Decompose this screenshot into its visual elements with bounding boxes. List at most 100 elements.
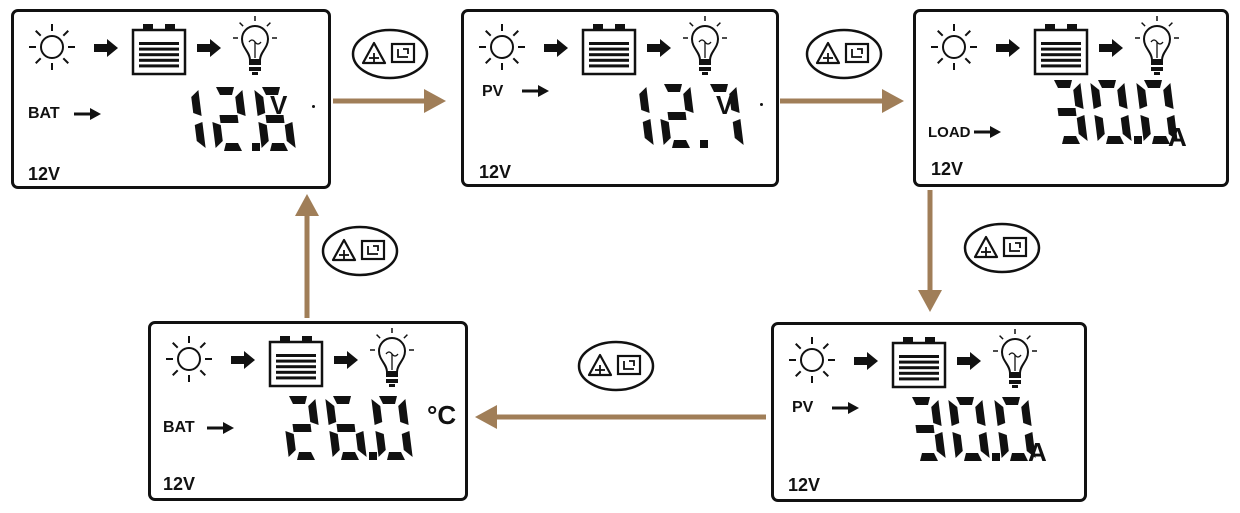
arrow-right-icon	[974, 126, 1001, 138]
light-bulb-icon	[1135, 16, 1179, 75]
page-button[interactable]	[962, 221, 1042, 280]
arrow-right-icon	[94, 39, 118, 57]
cycle-icon	[390, 42, 416, 64]
battery-icon	[1033, 24, 1089, 76]
seven-segment-display	[912, 397, 1036, 461]
indicator-label: PV	[792, 399, 814, 416]
arrow-right-icon	[231, 351, 255, 369]
lcd-digit	[212, 87, 246, 151]
flow-arrow	[475, 405, 766, 429]
lcd-screen-bat-voltage: BAT V 12V	[11, 9, 331, 189]
arrow-right-icon	[957, 352, 981, 370]
indicator-dot	[760, 103, 763, 106]
decimal-point	[992, 453, 1000, 461]
indicator-label: BAT	[163, 419, 195, 436]
lcd-digit	[325, 396, 367, 460]
warning-triangle-icon	[973, 235, 999, 259]
unit-label: V	[270, 90, 288, 120]
battery-icon	[268, 336, 324, 388]
arrow-right-icon	[544, 39, 568, 57]
lcd-digit	[1090, 80, 1132, 144]
button-oval	[963, 222, 1041, 274]
decimal-point	[1134, 136, 1142, 144]
page-button[interactable]	[350, 27, 430, 86]
sun-icon	[931, 24, 977, 70]
lcd-digit	[639, 87, 654, 145]
warning-triangle-icon	[815, 41, 841, 65]
lcd-reading	[904, 397, 1064, 469]
sun-icon	[29, 24, 75, 70]
indicator-label: PV	[482, 83, 504, 100]
arrow-right-icon	[74, 108, 101, 120]
unit-label: V	[716, 90, 734, 120]
arrow-right-icon	[647, 39, 671, 57]
arrow-right-icon	[334, 351, 358, 369]
arrow-right-icon	[207, 422, 234, 434]
page-button[interactable]	[804, 27, 884, 86]
button-oval	[577, 340, 655, 392]
arrow-right-icon	[522, 85, 549, 97]
unit-label: A	[1168, 122, 1187, 152]
lcd-reading	[1046, 80, 1206, 152]
seven-segment-display	[285, 396, 413, 460]
cycle-icon	[616, 354, 642, 376]
sun-icon	[479, 24, 525, 70]
indicator-dot	[312, 105, 315, 108]
indicator-label: LOAD	[928, 124, 971, 141]
system-voltage: 12V	[788, 475, 821, 495]
flow-arrow	[918, 190, 942, 312]
button-oval	[351, 28, 429, 80]
lcd-digit	[912, 397, 946, 461]
lcd-digit	[371, 396, 413, 460]
sun-icon	[166, 336, 212, 382]
cycle-icon	[844, 42, 870, 64]
light-bulb-icon	[370, 328, 414, 387]
lcd-digit	[191, 90, 206, 148]
arrow-right-icon	[197, 39, 221, 57]
system-voltage: 12V	[931, 159, 964, 179]
unit-label: A	[1028, 437, 1047, 467]
flow-arrow	[333, 89, 446, 113]
system-voltage: 12V	[163, 474, 196, 494]
page-button[interactable]	[576, 339, 656, 398]
unit-label: °C	[427, 400, 457, 430]
lcd-digit	[948, 397, 990, 461]
indicator-label: BAT	[28, 105, 60, 122]
lcd-digit	[254, 87, 296, 151]
warning-triangle-icon	[361, 41, 387, 65]
lcd-digit	[660, 84, 694, 148]
battery-icon	[581, 24, 637, 76]
decimal-point	[369, 452, 377, 460]
seven-segment-display	[191, 87, 296, 151]
button-oval	[805, 28, 883, 80]
flow-arrow	[295, 194, 319, 318]
page-button[interactable]	[320, 224, 400, 283]
battery-icon	[131, 24, 187, 76]
lcd-digit	[1054, 80, 1088, 144]
battery-icon	[891, 337, 947, 389]
lcd-digit	[710, 84, 744, 145]
lcd-digit	[1136, 80, 1178, 144]
flow-arrow	[780, 89, 904, 113]
arrow-right-icon	[1099, 39, 1123, 57]
sun-icon	[789, 337, 835, 383]
arrow-right-icon	[996, 39, 1020, 57]
warning-triangle-icon	[331, 238, 357, 262]
decimal-point	[700, 140, 708, 148]
arrow-right-icon	[832, 402, 859, 414]
warning-triangle-icon	[587, 353, 613, 377]
lcd-screen-pv-current: PV A 12V	[771, 322, 1087, 502]
lcd-screen-load-current: LOAD A 12V	[913, 9, 1229, 187]
cycle-icon	[1002, 236, 1028, 258]
system-voltage: 12V	[479, 162, 512, 182]
light-bulb-icon	[993, 329, 1037, 388]
light-bulb-icon	[683, 16, 727, 75]
lcd-reading	[164, 87, 324, 159]
light-bulb-icon	[233, 16, 277, 75]
decimal-point	[252, 143, 260, 151]
cycle-icon	[360, 239, 386, 261]
arrow-right-icon	[854, 352, 878, 370]
lcd-reading	[281, 396, 441, 468]
lcd-screen-pv-voltage: PV V 12V	[461, 9, 779, 187]
